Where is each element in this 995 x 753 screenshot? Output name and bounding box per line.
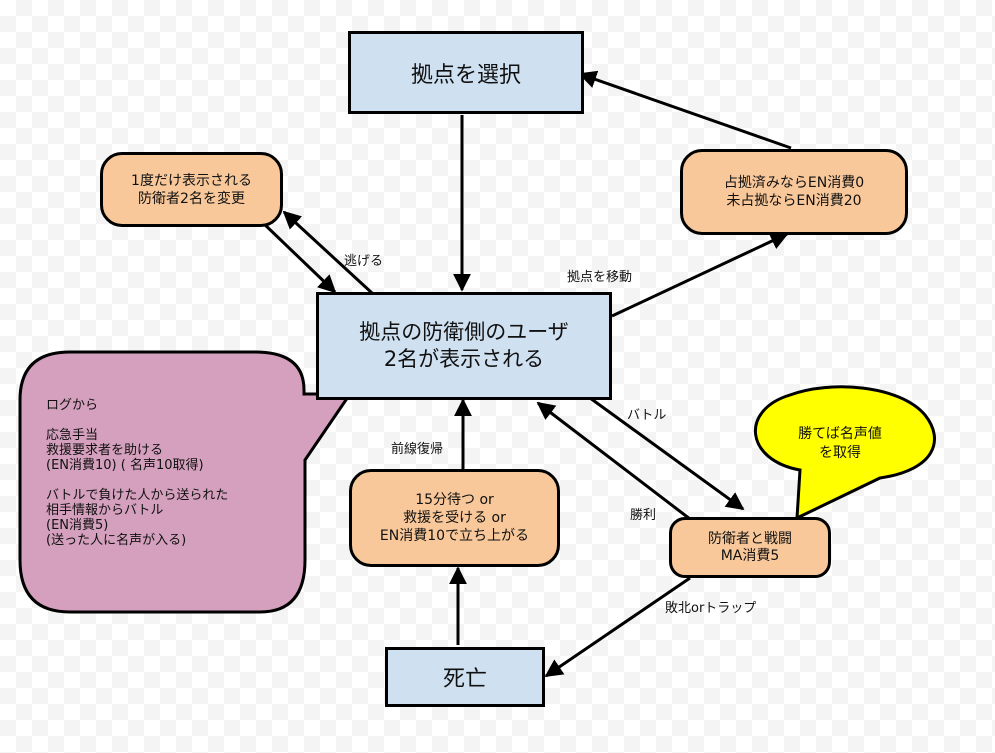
node-defenders-shown: 拠点の防衛側のユーザ 2名が表示される bbox=[316, 292, 612, 400]
edge-label-defeat-or-trap: 敗北orトラップ bbox=[665, 601, 757, 616]
node-select-base-text: 拠点を選択 bbox=[410, 62, 521, 88]
edge-flee bbox=[282, 210, 374, 295]
edge-label-battle: バトル bbox=[627, 408, 667, 423]
edge-defeat bbox=[544, 576, 691, 678]
node-defenders-shown-text: 拠点の防衛側のユーザ 2名が表示される bbox=[359, 320, 569, 371]
node-select-base: 拠点を選択 bbox=[348, 31, 584, 114]
node-en-cost: 占拠済みならEN消費0 未占拠ならEN消費20 bbox=[680, 149, 908, 235]
edge-battle bbox=[589, 396, 745, 511]
node-change-defenders: 1度だけ表示される 防衛者2名を変更 bbox=[100, 152, 283, 227]
log-callout-shape bbox=[18, 350, 353, 614]
edge-en-to-select bbox=[578, 70, 792, 150]
node-change-defenders-text: 1度だけ表示される 防衛者2名を変更 bbox=[131, 172, 252, 207]
node-revive: 15分待つ or 救援を受ける or EN消費10で立ち上がる bbox=[349, 469, 560, 567]
log-callout-text: ログから 応急手当 救援要求者を助ける (EN消費10) ( 名声10取得) バ… bbox=[46, 398, 229, 548]
node-death-text: 死亡 bbox=[442, 667, 487, 692]
fame-callout-shape bbox=[753, 385, 936, 521]
edge-label-return-front: 前線復帰 bbox=[391, 442, 444, 457]
node-battle: 防衛者と戦闘 MA消費5 bbox=[669, 517, 831, 578]
edge-victory bbox=[536, 401, 691, 521]
node-en-cost-text: 占拠済みならEN消費0 未占拠ならEN消費20 bbox=[723, 175, 865, 209]
fame-callout-text: 勝てば名声値 を取得 bbox=[798, 426, 882, 461]
node-revive-text: 15分待つ or 救援を受ける or EN消費10で立ち上がる bbox=[379, 492, 530, 544]
node-battle-text: 防衛者と戦闘 MA消費5 bbox=[708, 530, 792, 564]
node-death: 死亡 bbox=[385, 647, 545, 707]
edge-move-base bbox=[611, 232, 789, 318]
edge-label-move-base: 拠点を移動 bbox=[567, 270, 633, 285]
edge-label-victory: 勝利 bbox=[630, 508, 657, 523]
edge-change-to-defenders bbox=[260, 220, 337, 294]
edge-label-flee: 逃げる bbox=[344, 254, 384, 269]
